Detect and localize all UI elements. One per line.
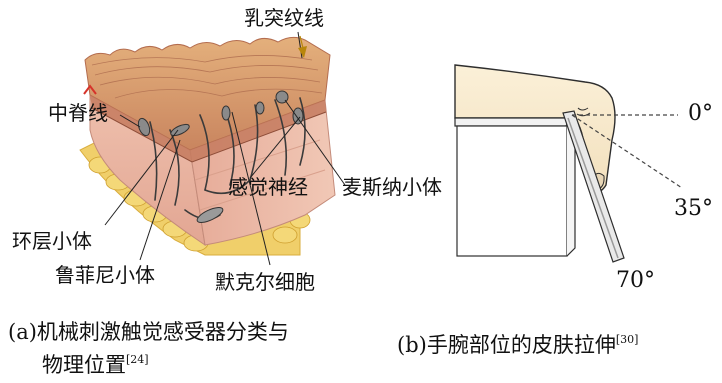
label-merkel: 默克尔细胞 [215,270,315,294]
label-sensory-nerve: 感觉神经 [228,175,308,199]
label-ruffini: 鲁菲尼小体 [55,263,155,287]
skin-cross-section-illustration [80,37,335,255]
label-intermediate-ridge: 中脊线 [48,101,108,125]
caption-a-line2: 物理位置[24] [42,353,149,377]
support-block [457,126,567,256]
label-meissner: 麦斯纳小体 [342,175,442,199]
caption-a-line1: (a)机械刺激触觉感受器分类与 [8,320,289,344]
angle-label-70: 70° [616,268,655,293]
wrist-illustration [455,65,624,262]
angle-label-0: 0° [688,101,713,126]
angle-label-35: 35° [674,196,713,221]
label-pacinian: 环层小体 [12,229,92,253]
label-papillary-ridges: 乳突纹线 [244,6,324,30]
caption-b: (b)手腕部位的皮肤拉伸[30] [397,333,638,357]
support-board-top [455,118,570,126]
